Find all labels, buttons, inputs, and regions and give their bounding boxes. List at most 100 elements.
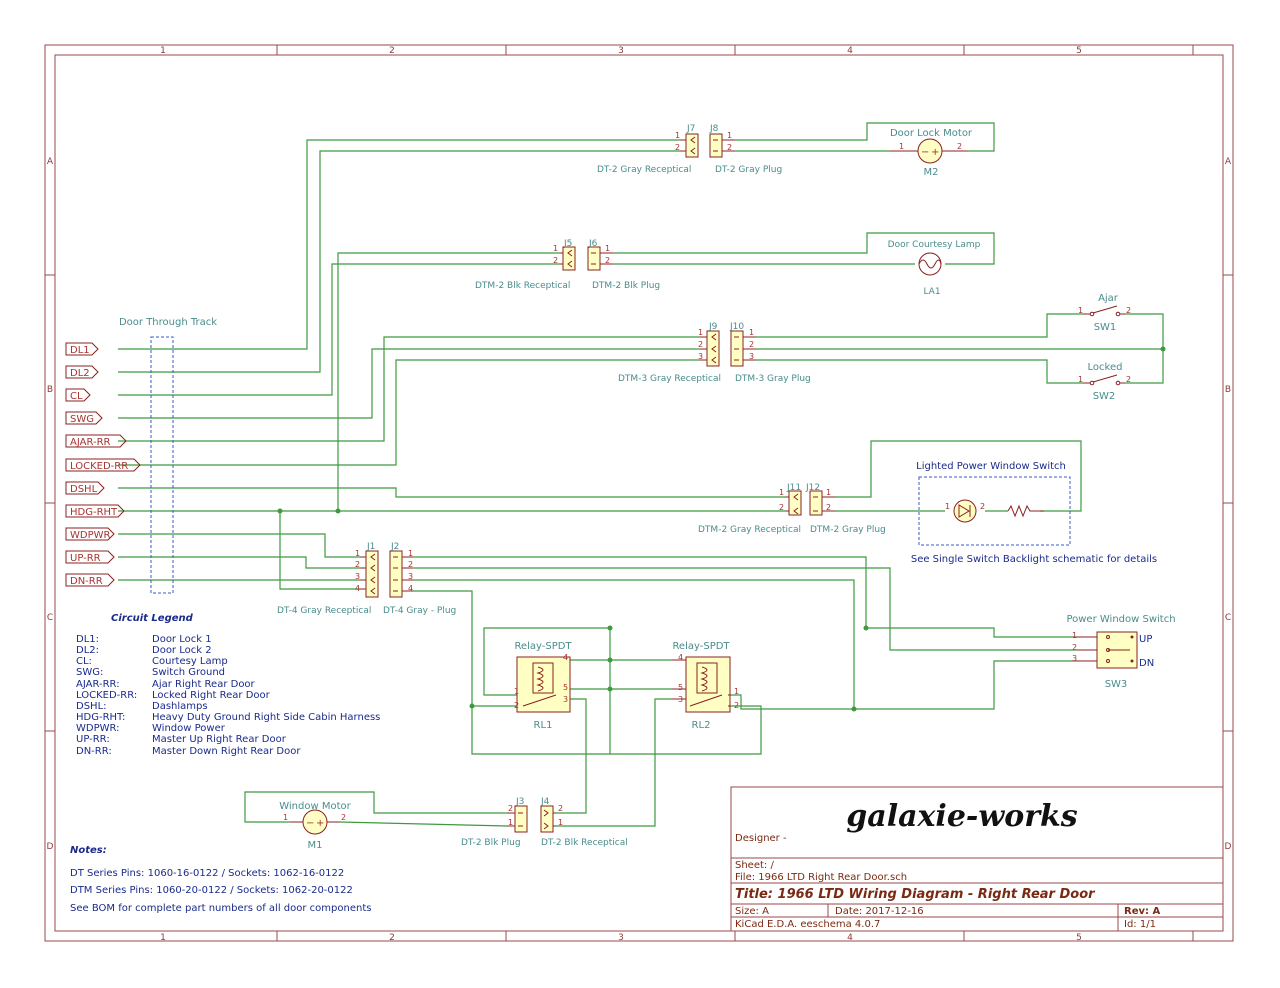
rl1-pin1: 1 bbox=[514, 687, 519, 696]
connector-pin-stubs bbox=[360, 139, 836, 827]
j8-ref: J8 bbox=[709, 124, 719, 134]
frame-row-b-right: B bbox=[1225, 385, 1231, 395]
signal-hdg-rht: HDG-RHT bbox=[70, 507, 118, 518]
connector-pin-marks bbox=[370, 136, 818, 830]
j1-body bbox=[365, 550, 379, 598]
j11-pin2-num: 2 bbox=[779, 503, 784, 512]
j9-pin1-num: 1 bbox=[698, 328, 703, 337]
j3-pin1-num: 1 bbox=[508, 818, 513, 827]
j2-ref: J2 bbox=[390, 542, 399, 552]
j1-pin4-num: 4 bbox=[355, 584, 360, 593]
backlight-module: 1 2 bbox=[918, 476, 1071, 546]
frame-col-3-bottom: 3 bbox=[618, 933, 624, 943]
window-motor-m1: − + 1 2 Window Motor M1 bbox=[279, 801, 351, 851]
j4-label: DT-2 Blk Receptical bbox=[541, 838, 628, 848]
legend-desc-1: Door Lock 1 bbox=[152, 634, 212, 645]
sw3-title: Power Window Switch bbox=[1066, 614, 1175, 625]
j10-pin3-num: 3 bbox=[749, 352, 754, 361]
m1-ref: M1 bbox=[308, 840, 323, 851]
j8-label: DT-2 Gray Plug bbox=[715, 165, 782, 175]
j12-pin1-num: 1 bbox=[826, 488, 831, 497]
legend-code-2: DL2: bbox=[76, 645, 99, 656]
j5-label: DTM-2 Blk Receptical bbox=[475, 281, 570, 291]
j5-body bbox=[562, 246, 576, 271]
frame-row-a-left: A bbox=[47, 157, 54, 167]
sw2-ref: SW2 bbox=[1093, 391, 1116, 402]
frame-col-4-bottom: 4 bbox=[847, 933, 853, 943]
sw1-pin2: 2 bbox=[1126, 306, 1131, 315]
sw3-up-label: UP bbox=[1139, 634, 1152, 645]
j2-label: DT-4 Gray - Plug bbox=[383, 606, 456, 616]
m2-plus: + bbox=[931, 147, 939, 158]
rl2-pin3: 3 bbox=[678, 695, 683, 704]
sw2-title: Locked bbox=[1088, 362, 1123, 373]
sw1-pin1: 1 bbox=[1078, 306, 1083, 315]
signal-dl1: DL1 bbox=[70, 345, 90, 356]
frame-col-2-top: 2 bbox=[389, 46, 395, 56]
relay-rl1: 4 1 2 5 3 bbox=[514, 653, 571, 713]
j10-pin1-num: 1 bbox=[749, 328, 754, 337]
j10-pin2-num: 2 bbox=[749, 340, 754, 349]
sw1-title: Ajar bbox=[1098, 293, 1119, 304]
title-date: Date: 2017-12-16 bbox=[835, 906, 924, 917]
j1-pin1-num: 1 bbox=[355, 549, 360, 558]
m1-plus: + bbox=[316, 818, 324, 829]
rl2-pin5: 5 bbox=[678, 683, 683, 692]
j12-ref: J12 bbox=[805, 483, 820, 493]
j6-body bbox=[587, 246, 601, 271]
sw3-dn-label: DN bbox=[1139, 658, 1154, 669]
sw2-pin1: 1 bbox=[1078, 375, 1083, 384]
m1-pin2: 2 bbox=[341, 813, 346, 822]
note-line-1: DT Series Pins: 1060-16-0122 / Sockets: … bbox=[70, 868, 344, 879]
j6-label: DTM-2 Blk Plug bbox=[592, 281, 660, 291]
legend-desc-10: Master Up Right Rear Door bbox=[152, 734, 287, 745]
j10-ref: J10 bbox=[729, 322, 744, 332]
frame-col-5-top: 5 bbox=[1076, 46, 1082, 56]
wires bbox=[118, 122, 1164, 827]
j12-pin2-num: 2 bbox=[826, 503, 831, 512]
connector-pin-numbers: 1 2 1 2 1 2 1 2 1 2 3 1 2 3 1 2 1 2 1 2 … bbox=[355, 131, 831, 827]
title-sheet: Sheet: / bbox=[735, 860, 774, 871]
rl1-pin2: 2 bbox=[514, 701, 519, 710]
j7-label: DT-2 Gray Receptical bbox=[597, 165, 691, 175]
note-line-3: See BOM for complete part numbers of all… bbox=[70, 903, 371, 914]
signal-swg: SWG bbox=[70, 414, 94, 425]
m2-minus: − bbox=[921, 147, 929, 158]
door-through-track bbox=[150, 336, 174, 594]
legend-code-1: DL1: bbox=[76, 634, 99, 645]
m2-pin1: 1 bbox=[899, 142, 904, 151]
j8-pin1-num: 1 bbox=[727, 131, 732, 140]
j8-body bbox=[709, 133, 723, 158]
j5-ref: J5 bbox=[563, 239, 572, 249]
j11-pin1-num: 1 bbox=[779, 488, 784, 497]
legend-title: Circuit Legend bbox=[111, 613, 194, 624]
j3-ref: J3 bbox=[515, 797, 524, 807]
j5-pin2-num: 2 bbox=[553, 256, 558, 265]
signal-locked-rr: LOCKED-RR bbox=[70, 461, 128, 472]
legend-codes: DL1: DL2: CL: SWG: AJAR-RR: LOCKED-RR: D… bbox=[76, 634, 137, 757]
sw3-pin3: 3 bbox=[1072, 654, 1077, 663]
title-block bbox=[730, 786, 1224, 932]
j4-pin1-num: 1 bbox=[558, 818, 563, 827]
j2-pin4-num: 4 bbox=[408, 584, 413, 593]
j7-pin2-num: 2 bbox=[675, 143, 680, 152]
drawing-frame bbox=[44, 44, 1234, 942]
j7-ref: J7 bbox=[686, 124, 695, 134]
j6-ref: J6 bbox=[588, 239, 598, 249]
signal-dshl: DSHL bbox=[70, 484, 98, 495]
notes-title: Notes: bbox=[70, 845, 107, 856]
j4-body bbox=[540, 805, 554, 833]
j11-ref: J11 bbox=[786, 483, 801, 493]
la1-title: Door Courtesy Lamp bbox=[888, 240, 981, 250]
m2-pin2: 2 bbox=[957, 142, 962, 151]
legend-descriptions: Door Lock 1 Door Lock 2 Courtesy Lamp Sw… bbox=[152, 634, 380, 757]
sw1-ref: SW1 bbox=[1094, 322, 1117, 333]
sw3-ref: SW3 bbox=[1105, 679, 1128, 690]
j12-label: DTM-2 Gray Plug bbox=[810, 525, 886, 535]
signal-cl: CL bbox=[70, 391, 83, 402]
legend-code-3: CL: bbox=[76, 656, 92, 667]
rl1-ref: RL1 bbox=[534, 720, 553, 731]
connector-bodies bbox=[365, 133, 823, 833]
sw2-pin2: 2 bbox=[1126, 375, 1131, 384]
